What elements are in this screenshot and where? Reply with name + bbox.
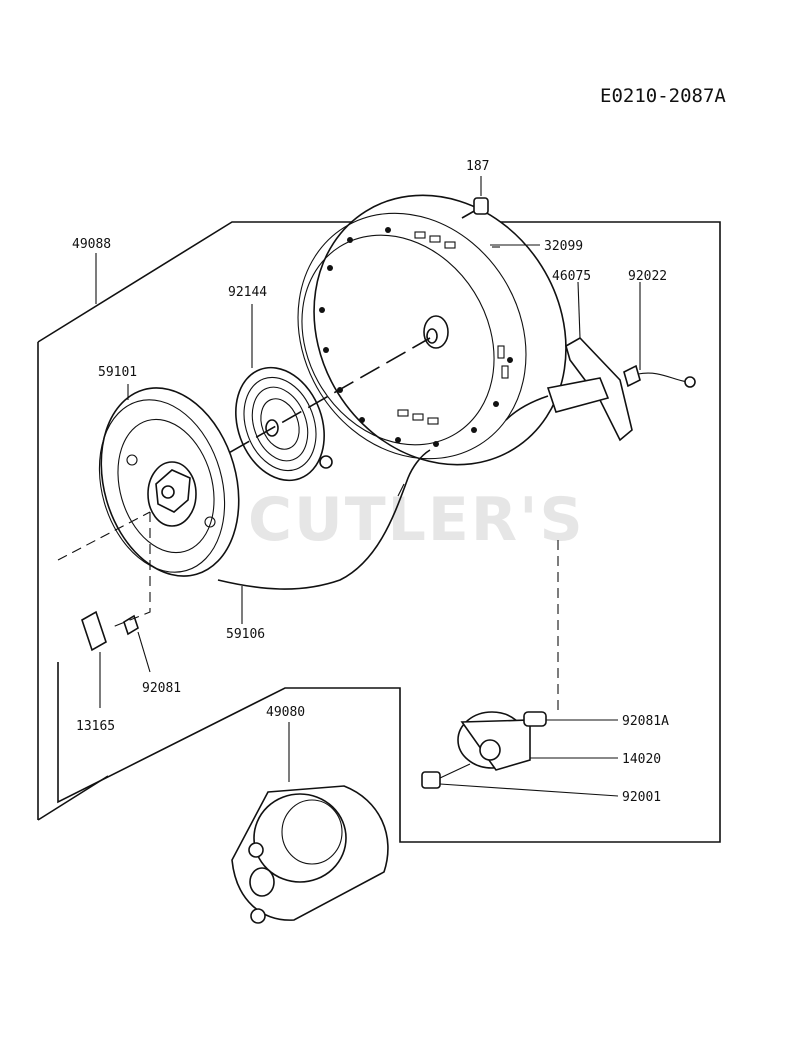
label-187: 187 xyxy=(466,159,489,174)
recoil-spring-92144 xyxy=(235,304,333,482)
starter-cup-49080 xyxy=(231,722,389,924)
recoil-cover-32099 xyxy=(297,194,567,466)
label-32099: 32099 xyxy=(544,239,583,254)
bolt-187 xyxy=(461,176,489,219)
bolt-92081A xyxy=(523,711,618,727)
label-92144: 92144 xyxy=(228,285,267,300)
diagram-code: E0210-2087A xyxy=(600,85,726,107)
rope-line xyxy=(505,395,549,421)
bolt-92001 xyxy=(421,763,619,797)
label-49088: 49088 xyxy=(72,237,111,252)
label-13165: 13165 xyxy=(76,719,115,734)
pawl-spring-92081 xyxy=(123,614,151,673)
rope-guide-92022 xyxy=(623,282,696,388)
watermark: CUTLER'S xyxy=(248,485,585,555)
assembly-outline-bottom-edge xyxy=(37,775,109,821)
starter-rope-59106 xyxy=(217,449,431,590)
label-92081: 92081 xyxy=(142,681,181,696)
label-59101: 59101 xyxy=(98,365,137,380)
label-92022: 92022 xyxy=(628,269,667,284)
pawl-13165 xyxy=(81,610,107,708)
label-92001: 92001 xyxy=(622,790,661,805)
label-59106: 59106 xyxy=(226,627,265,642)
label-46075: 46075 xyxy=(552,269,591,284)
label-49080: 49080 xyxy=(266,705,305,720)
label-14020: 14020 xyxy=(622,752,661,767)
starter-handle-46075 xyxy=(546,281,633,442)
label-92081A: 92081A xyxy=(622,714,669,729)
reel-59101 xyxy=(98,384,240,577)
pulley-14020 xyxy=(457,711,618,771)
